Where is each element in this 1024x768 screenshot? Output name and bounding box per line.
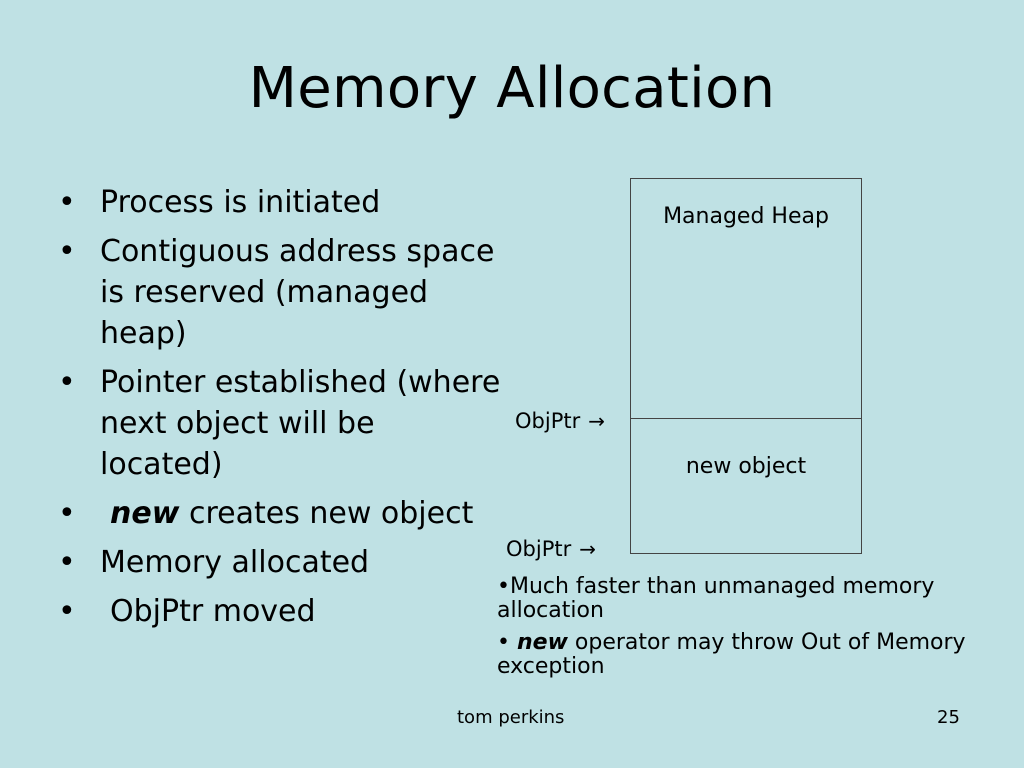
object-pointer-label: ObjPtr → xyxy=(506,537,596,561)
managed-heap-box: Managed Heap new object xyxy=(630,178,862,554)
heap-divider xyxy=(631,418,861,419)
bullet-item-new: new creates new object xyxy=(54,493,504,534)
bullet-item: Memory allocated xyxy=(54,542,504,583)
bullet-list: Process is initiated Contiguous address … xyxy=(54,182,504,640)
pointer-text: ObjPtr xyxy=(506,537,572,561)
right-arrow-icon: → xyxy=(588,409,605,433)
slide-title: Memory Allocation xyxy=(248,56,776,121)
bullet-item: ObjPtr moved xyxy=(54,591,504,632)
bullet-text: creates new object xyxy=(179,496,474,531)
new-keyword: new xyxy=(110,496,180,531)
diagram-notes: •Much faster than unmanaged memory alloc… xyxy=(497,575,977,687)
note-text: operator may throw Out of Memory excepti… xyxy=(497,630,966,679)
page-number: 25 xyxy=(937,707,960,728)
note-item: •Much faster than unmanaged memory alloc… xyxy=(497,574,935,623)
right-arrow-icon: → xyxy=(579,537,596,561)
pointer-text: ObjPtr xyxy=(515,409,581,433)
note-item: • new operator may throw Out of Memory e… xyxy=(497,631,977,679)
bullet-item: Contiguous address space is reserved (ma… xyxy=(54,231,504,354)
new-object-label: new object xyxy=(685,454,807,479)
bullet-item: Pointer established (where next object w… xyxy=(54,362,504,485)
note-bullet: • xyxy=(497,630,517,655)
managed-heap-label: Managed Heap xyxy=(663,204,829,229)
new-keyword: new xyxy=(516,630,568,655)
bullet-item: Process is initiated xyxy=(54,182,504,223)
object-pointer-label: ObjPtr → xyxy=(515,409,605,433)
footer-author: tom perkins xyxy=(457,707,565,728)
